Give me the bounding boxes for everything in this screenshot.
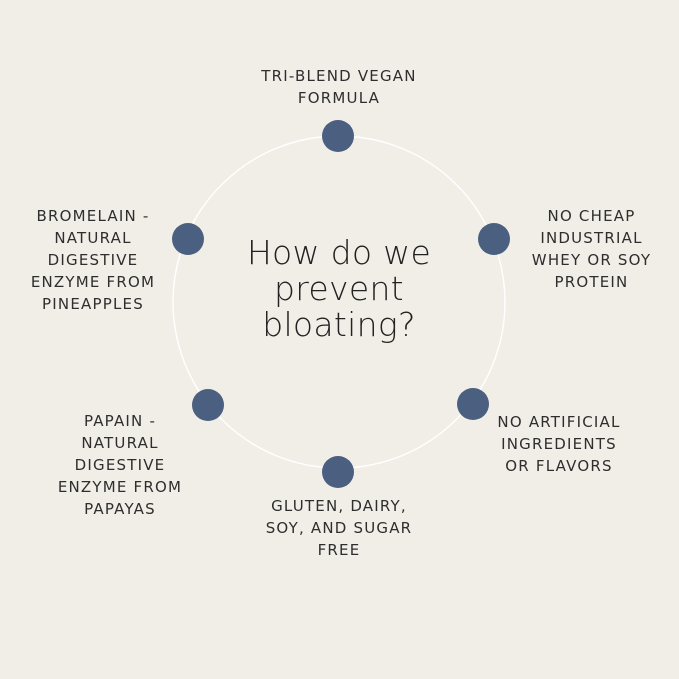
node-label-papain: PAPAIN - NATURAL DIGESTIVE ENZYME FROM P…	[57, 412, 183, 518]
node-label-vegan-formula: TRI-BLEND VEGAN FORMULA	[261, 67, 417, 107]
center-question-line-3: bloating?	[262, 305, 416, 344]
node-dot-allergen-free	[322, 456, 354, 488]
node-label-no-whey-soy: NO CHEAP INDUSTRIAL WHEY OR SOY PROTEIN	[531, 207, 652, 291]
node-label-bromelain: BROMELAIN - NATURAL DIGESTIVE ENZYME FRO…	[30, 207, 156, 313]
node-label-allergen-free: GLUTEN, DAIRY, SOY, AND SUGAR FREE	[265, 497, 413, 559]
node-dot-bromelain	[172, 223, 204, 255]
node-dot-no-artificial	[457, 388, 489, 420]
center-question: How do we prevent bloating?	[189, 235, 489, 343]
center-question-line-1: How do we	[246, 233, 432, 272]
node-dot-papain	[192, 389, 224, 421]
node-label-no-artificial: NO ARTIFICIAL INGREDIENTS OR FLAVORS	[497, 413, 621, 475]
node-dot-no-whey-soy	[478, 223, 510, 255]
center-question-line-2: prevent	[274, 269, 404, 308]
node-dot-vegan-formula	[322, 120, 354, 152]
